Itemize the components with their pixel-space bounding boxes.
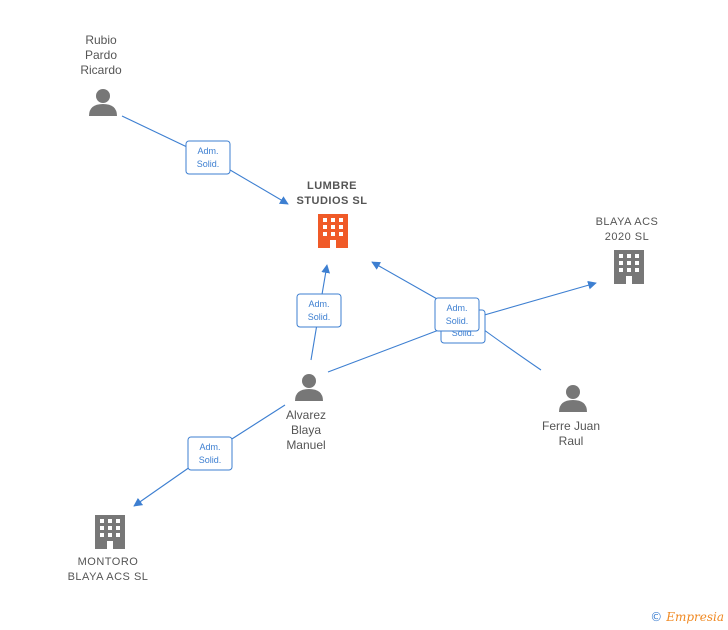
node-montoro-blaya-acs[interactable]: MONTORO BLAYA ACS SL	[68, 515, 149, 583]
person-icon	[559, 385, 587, 412]
node-label-line2: Blaya	[291, 423, 321, 437]
node-label-line1: Rubio	[85, 33, 117, 47]
edge-tag-line2: Solid.	[199, 455, 222, 465]
edge-tag-line2: Solid.	[197, 159, 220, 169]
node-blaya-acs-2020[interactable]: BLAYA ACS 2020 SL	[596, 216, 659, 284]
person-icon	[295, 374, 323, 401]
edge-tag-montoro: Adm. Solid.	[187, 436, 233, 471]
edge-tag-alvarez-lumbre: Adm. Solid.	[296, 293, 342, 328]
edge-tag-line2: Solid.	[452, 328, 475, 338]
edge-tag-line2: Solid.	[308, 312, 331, 322]
node-label-line3: Ricardo	[80, 63, 122, 77]
edge-tag-rubio: Adm. Solid.	[185, 140, 231, 175]
node-label-line1: MONTORO	[78, 556, 139, 568]
node-label-line1: Ferre Juan	[542, 419, 600, 433]
node-label-line2: 2020 SL	[605, 231, 649, 243]
node-label-line1: Alvarez	[286, 408, 326, 422]
copyright-icon: ©	[650, 610, 663, 624]
node-label-line2: STUDIOS SL	[296, 195, 367, 207]
node-label-line1: LUMBRE	[307, 180, 357, 192]
node-label-line2: Raul	[559, 434, 584, 448]
building-icon	[318, 214, 348, 248]
person-icon	[89, 89, 117, 116]
brand-logo: Empresia	[666, 610, 724, 624]
node-label-line1: BLAYA ACS	[596, 216, 659, 228]
node-label-line2: BLAYA ACS SL	[68, 571, 149, 583]
edge-tag-line1: Adm.	[308, 299, 329, 309]
node-label-line3: Manuel	[286, 438, 325, 452]
edge-tag-line1: Adm.	[199, 442, 220, 452]
empresia-watermark: ©Empresia	[650, 610, 724, 624]
edge-tag-line1: Adm.	[197, 146, 218, 156]
node-alvarez-blaya-manuel[interactable]: Alvarez Blaya Manuel	[286, 374, 326, 452]
building-icon	[95, 515, 125, 549]
node-label-line2: Pardo	[85, 48, 117, 62]
building-icon	[614, 250, 644, 284]
edge-tag-line1: Adm.	[446, 303, 467, 313]
edge-tag-line2: Solid.	[446, 316, 469, 326]
node-rubio-pardo-ricardo[interactable]: Rubio Pardo Ricardo	[80, 33, 122, 116]
node-ferre-juan-raul[interactable]: Ferre Juan Raul	[542, 385, 600, 448]
node-lumbre-studios[interactable]: LUMBRE STUDIOS SL	[296, 180, 367, 248]
edge-tag-alvarez-blaya: Adm. Solid.	[434, 297, 480, 332]
